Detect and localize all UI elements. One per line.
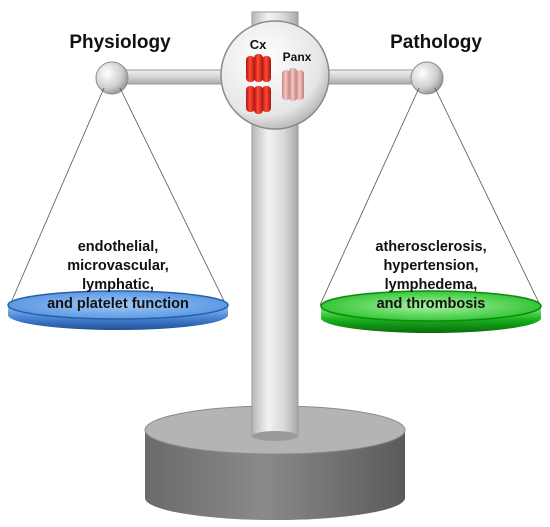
pathology-line: lymphedema, — [385, 277, 478, 293]
left-strings — [9, 87, 227, 306]
pathology-line: atherosclerosis, — [375, 239, 486, 255]
physiology-line: microvascular, — [67, 258, 169, 274]
left-plate — [7, 290, 229, 330]
physiology-line: and platelet function — [47, 296, 189, 312]
panx-label: Panx — [283, 50, 312, 64]
physiology-line: endothelial, — [78, 239, 159, 255]
right-knob — [410, 61, 444, 95]
right-plate — [320, 290, 542, 333]
pathology-title: Pathology — [390, 32, 482, 53]
physiology-line: lymphatic, — [82, 277, 154, 293]
pathology-list: atherosclerosis, hypertension, lymphedem… — [375, 239, 486, 312]
connexin-channel-icon — [246, 54, 271, 114]
cx-label: Cx — [250, 37, 267, 52]
center-disc — [220, 20, 330, 130]
right-strings — [319, 87, 541, 306]
physiology-list: endothelial, microvascular, lymphatic, a… — [47, 239, 189, 312]
pannexin-channel-icon — [282, 68, 304, 101]
pathology-line: hypertension, — [383, 258, 478, 274]
left-knob — [95, 61, 129, 95]
physiology-title: Physiology — [69, 32, 171, 53]
pathology-line: and thrombosis — [377, 296, 486, 312]
